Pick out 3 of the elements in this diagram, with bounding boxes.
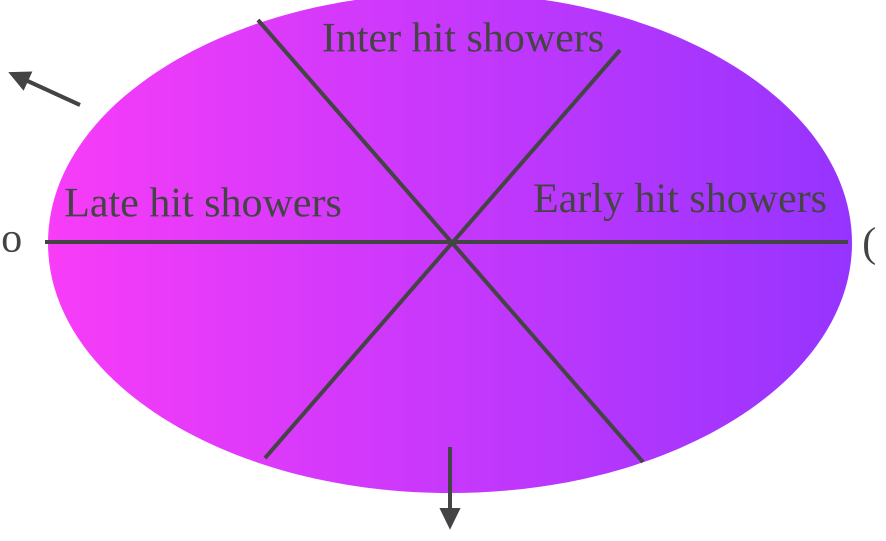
sector-label: Inter hit showers bbox=[323, 22, 603, 52]
sector-label: Early hit showers bbox=[534, 182, 826, 222]
sector-label: Late hit showers bbox=[65, 187, 340, 217]
